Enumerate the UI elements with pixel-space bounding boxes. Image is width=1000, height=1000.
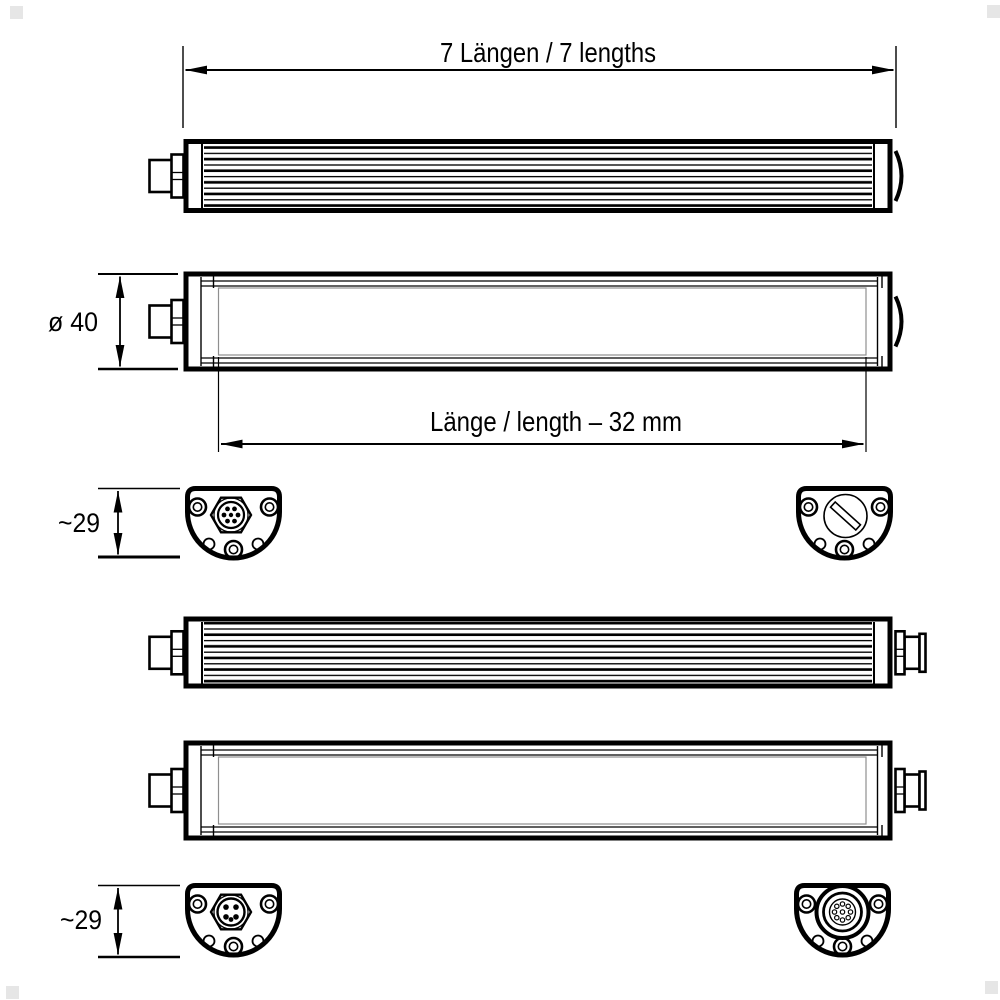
socket-pin-hole (839, 901, 846, 907)
multi-pin-socket-ring (814, 884, 871, 940)
connector-pin (225, 518, 230, 524)
cooling-fins (204, 622, 872, 684)
end-view-lower-right (797, 886, 889, 956)
end-view-upper-left (188, 489, 280, 559)
m12-connector-plug (148, 767, 185, 814)
overall-length-label: 7 Längen / 7 lengths (440, 37, 656, 68)
socket-pin-hole (839, 909, 846, 915)
socket-pin-hole (833, 914, 840, 921)
dimension-emitting-length: Länge / length – 32 mm (217, 357, 867, 452)
connector-pin (221, 512, 227, 518)
dimension-end-height-upper: ~29 (58, 487, 180, 559)
end-view-lower-left (188, 886, 280, 956)
diameter-label: ø 40 (48, 307, 98, 337)
corner-mark (10, 6, 23, 19)
end-cap-shell (799, 489, 891, 559)
connector-face (216, 500, 246, 530)
top-view-single-connector (148, 139, 904, 213)
emitting-length-label: Länge / length – 32 mm (430, 406, 682, 437)
dimension-overall-length: 7 Längen / 7 lengths (182, 37, 897, 128)
end-cap-arc (893, 150, 904, 202)
corner-mark (987, 5, 1000, 18)
light-emitting-window (217, 287, 867, 356)
connector-pin (223, 904, 229, 910)
adjustment-disc (823, 493, 868, 539)
socket-pin-hole (845, 914, 852, 921)
screwdriver-slot (829, 500, 862, 532)
top-view-dual-connector (148, 616, 927, 689)
cooling-fins (204, 144, 872, 208)
connector-pin (228, 512, 234, 518)
multi-pin-socket-ring (822, 891, 863, 933)
end-cap-shell (797, 886, 889, 956)
m12-connector-plug (148, 153, 185, 199)
socket-pin-hole (833, 903, 840, 910)
connector-face (216, 897, 246, 927)
housing-outline (183, 271, 893, 372)
multi-pin-socket-face (828, 898, 857, 926)
end-height-label: ~29 (58, 508, 100, 538)
connector-pin (235, 512, 241, 518)
m12-connector-plug (148, 629, 185, 676)
corner-mark (985, 981, 998, 994)
corner-marks (6, 5, 1000, 999)
m12-socket-connector (894, 629, 927, 676)
m12-socket-connector (894, 767, 927, 814)
connector-pin (232, 506, 237, 512)
dimension-end-height-lower: ~29 (60, 884, 180, 959)
end-height-label: ~29 (60, 905, 102, 935)
light-emitting-window (217, 756, 867, 825)
socket-pin-hole (847, 909, 854, 915)
corner-mark (6, 986, 19, 999)
socket-pin-hole (839, 917, 846, 923)
connector-pin (223, 914, 229, 920)
end-cap-arc (893, 295, 904, 348)
housing-outline (183, 740, 893, 841)
connector-pin (233, 914, 239, 920)
socket-pin-hole (831, 909, 838, 915)
front-view-dual-connector (148, 740, 927, 841)
end-view-upper-right (799, 489, 891, 559)
socket-pin-hole (845, 903, 852, 910)
front-view-single-connector (148, 271, 904, 372)
connector-collar (213, 497, 249, 533)
connector-pin (225, 506, 230, 512)
connector-pin (232, 518, 237, 524)
connector-pin (228, 917, 234, 922)
connector-collar (213, 894, 249, 930)
m12-connector-plug (148, 298, 185, 345)
connector-pin (233, 904, 239, 910)
dimension-diameter: ø 40 (48, 273, 178, 371)
